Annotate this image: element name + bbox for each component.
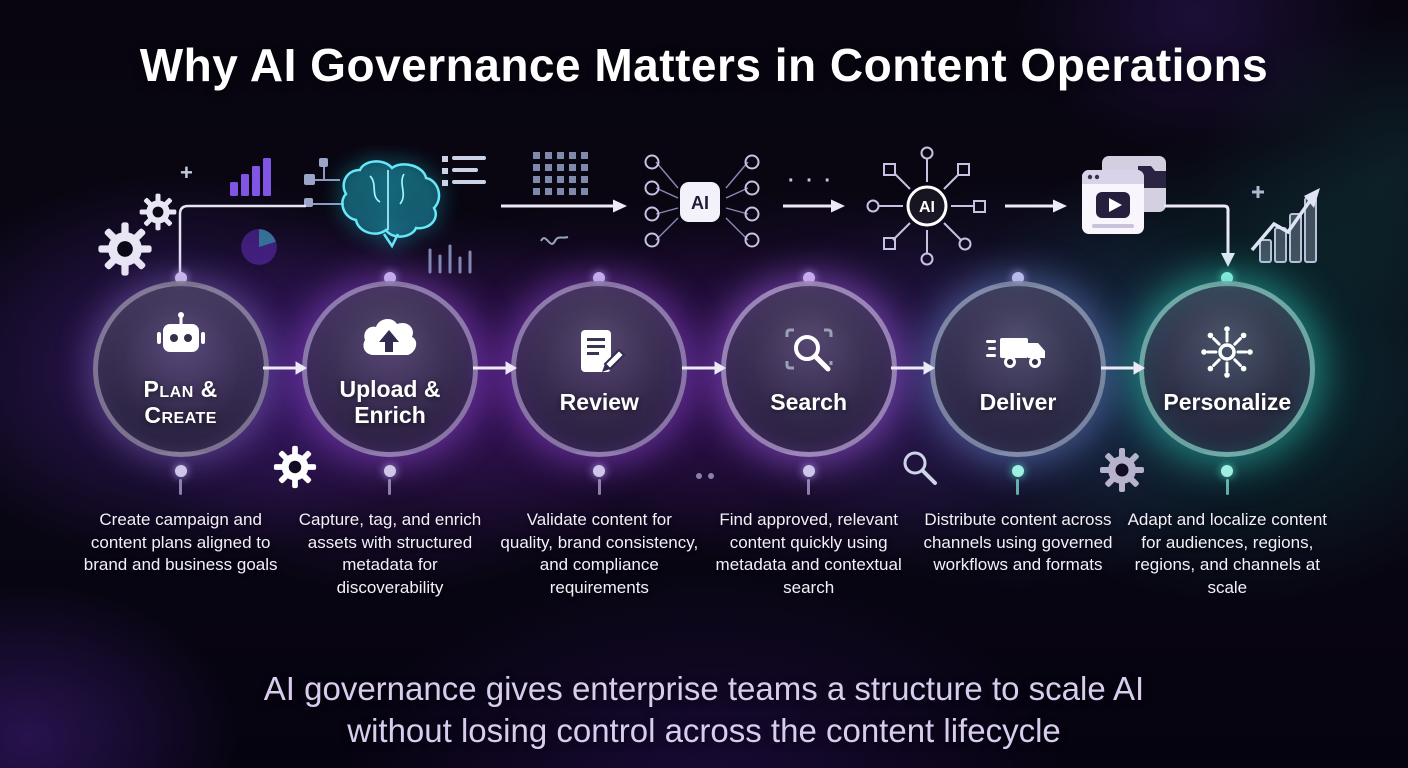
magnifier-icon — [898, 446, 940, 493]
pie-chart-icon — [238, 226, 280, 273]
flow-arrow-icon — [890, 360, 936, 381]
step-label: Deliver — [979, 388, 1057, 415]
connector-stem — [1225, 479, 1229, 495]
step-label: Review — [559, 388, 639, 415]
gears-icon — [94, 186, 198, 282]
arrow-right-icon — [500, 198, 628, 219]
squiggle-icon — [540, 232, 570, 255]
ai-hub-label: AI — [919, 199, 935, 216]
step-description: Create campaign and content plans aligne… — [83, 510, 278, 575]
elbow-arrow-down-icon — [1162, 198, 1238, 277]
brain-circuit-icon — [300, 146, 490, 283]
step-description: Capture, tag, and enrich assets with str… — [298, 510, 482, 597]
connector-stem — [807, 479, 811, 495]
step-circle: Upload & Enrich — [301, 281, 478, 457]
step-personalize: Personalize Adapt and localize content f… — [1123, 266, 1332, 599]
dot-pair-icon — [694, 468, 718, 486]
step-upload-enrich: Upload & Enrich Capture, tag, and enrich… — [285, 266, 494, 599]
connector-dot — [174, 465, 187, 477]
arrow-right-icon — [1004, 198, 1068, 219]
flow-arrow-icon — [262, 360, 308, 381]
elbow-connector-line — [176, 200, 308, 289]
step-description: Validate content for quality, brand cons… — [500, 510, 699, 597]
connector-stem — [179, 479, 183, 495]
connector-dot — [802, 465, 815, 477]
footer-line-1: AI governance gives enterprise teams a s… — [263, 670, 1145, 707]
step-description: Adapt and localize content for audiences… — [1127, 510, 1327, 597]
plus-icon: + — [180, 160, 193, 185]
neural-network-ai-icon: AI — [638, 148, 766, 265]
step-circle: Search — [720, 281, 897, 457]
step-circle: Plan & Create — [92, 281, 269, 457]
connector-dot — [383, 465, 396, 477]
step-label: Search — [770, 388, 847, 415]
document-edit-icon — [571, 323, 627, 381]
step-description: Find approved, relevant content quickly … — [715, 510, 902, 597]
flow-arrow-icon — [681, 360, 727, 381]
step-review: Review Validate content for quality, bra… — [495, 266, 704, 599]
connector-stem — [597, 479, 601, 495]
gear-icon — [1098, 446, 1146, 499]
cloud-upload-icon — [358, 310, 422, 368]
step-plan-create: Plan & Create Create campaign and conten… — [76, 266, 285, 599]
gear-icon — [272, 444, 318, 495]
flow-arrow-icon — [1100, 360, 1146, 381]
search-icon — [781, 323, 837, 381]
bar-chart-icon — [228, 156, 274, 201]
step-circle: Review — [511, 281, 688, 457]
footer-caption: AI governance gives enterprise teams a s… — [0, 668, 1408, 752]
robot-icon — [153, 310, 209, 368]
connector-stem — [1016, 479, 1020, 495]
browser-video-icon — [1076, 154, 1172, 249]
step-label: Plan & Create — [143, 375, 218, 428]
arrow-right-icon — [782, 198, 846, 219]
connector-dot — [1011, 465, 1024, 477]
step-description: Distribute content across channels using… — [923, 510, 1113, 575]
personalize-hub-icon — [1199, 323, 1255, 381]
footer-line-2: without losing control across the conten… — [347, 712, 1061, 750]
connector-dot — [1221, 465, 1234, 477]
step-search: Search Find approved, relevant content q… — [704, 266, 913, 599]
delivery-truck-icon — [985, 323, 1050, 381]
pipeline: Plan & Create Create campaign and conten… — [0, 266, 1408, 599]
step-circle: Deliver — [929, 281, 1106, 457]
growth-chart-icon — [1244, 162, 1324, 272]
connector-stem — [388, 479, 392, 495]
step-label: Personalize — [1163, 388, 1292, 415]
ellipsis-dots: · · · — [788, 170, 835, 192]
connector-dot — [593, 465, 606, 477]
ai-chip-label: AI — [691, 193, 709, 213]
step-label: Upload & Enrich — [339, 375, 441, 428]
flow-arrow-icon — [472, 360, 518, 381]
page-title: Why AI Governance Matters in Content Ope… — [139, 39, 1269, 91]
step-circle: Personalize — [1139, 281, 1316, 457]
step-deliver: Deliver Distribute content across channe… — [913, 266, 1122, 599]
ai-hub-icon: AI — [852, 142, 1002, 277]
dot-matrix-icon — [533, 152, 591, 203]
